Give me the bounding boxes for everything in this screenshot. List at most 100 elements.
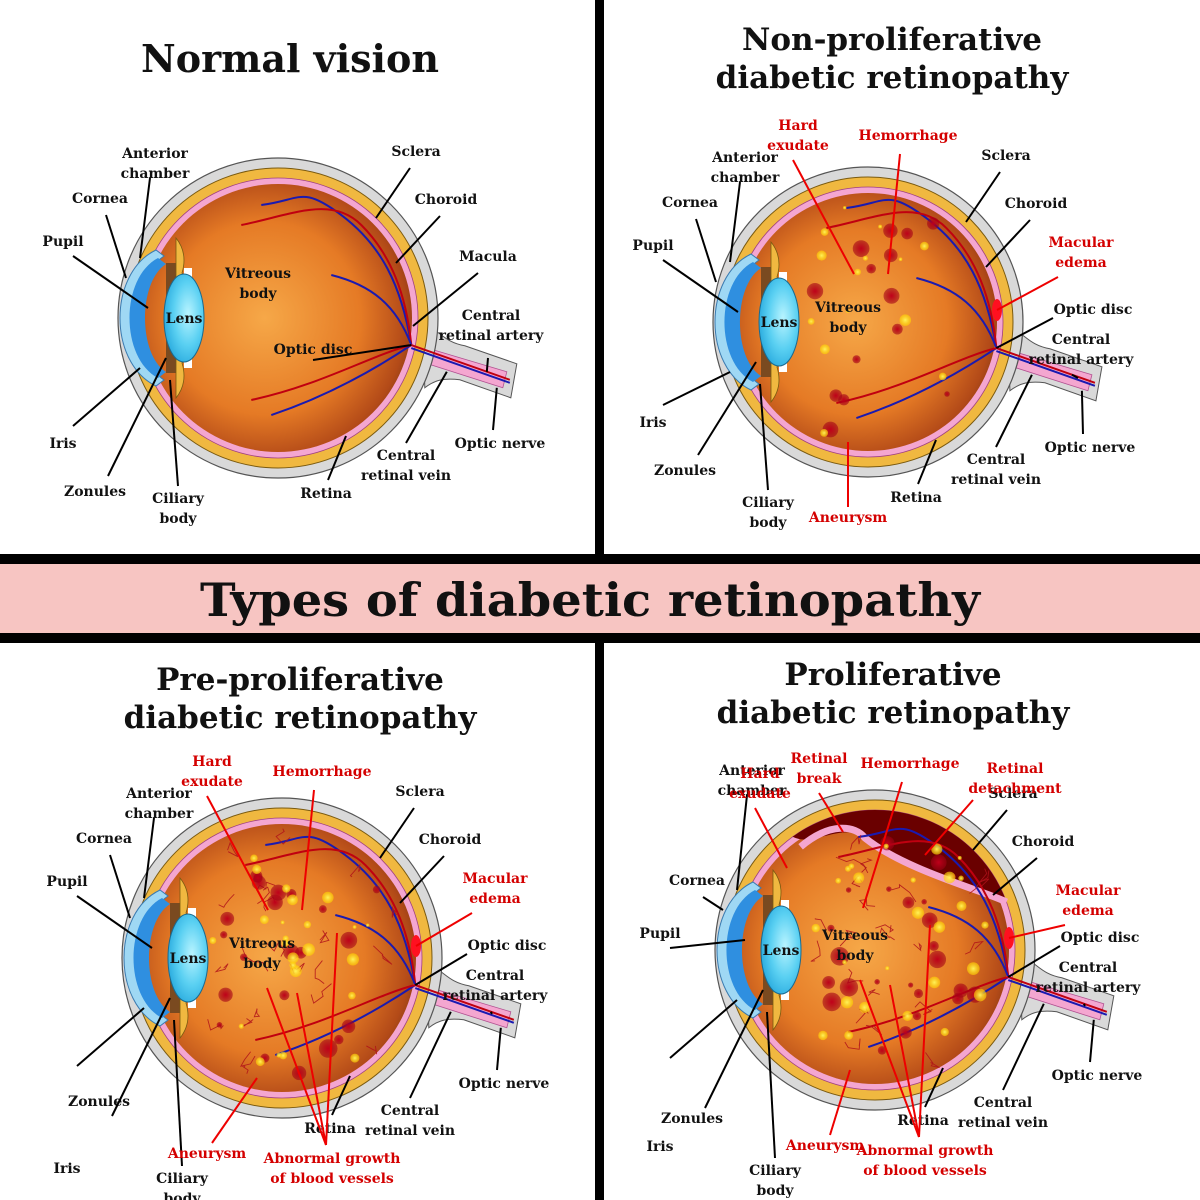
hard-exudate-spot xyxy=(844,1030,854,1040)
leader-line xyxy=(312,344,412,361)
label-lens: Lens xyxy=(170,951,207,967)
leader-line xyxy=(105,214,127,279)
leader-line xyxy=(485,357,489,372)
hemorrhage-spot xyxy=(852,355,861,364)
new-vessel xyxy=(227,841,239,858)
hard-exudate-spot xyxy=(862,255,868,261)
label-zonules: Zonules xyxy=(68,1094,130,1110)
label-optic-disc: Optic disc xyxy=(274,342,353,358)
leader-line xyxy=(143,817,155,899)
retinal-vein xyxy=(265,835,417,986)
hemorrhage-spot xyxy=(921,912,938,929)
hard-exudate-spot xyxy=(845,309,850,314)
hard-exudate-spot xyxy=(981,921,989,929)
new-vessel xyxy=(349,863,362,878)
leader-line xyxy=(695,218,717,283)
leader-line xyxy=(72,367,141,427)
hard-exudate-spot xyxy=(973,988,987,1002)
label-sclera: Sclera xyxy=(981,148,1030,164)
label-sclera: Sclera xyxy=(395,784,444,800)
hemorrhage-spot xyxy=(866,263,876,274)
hemorrhage-spot xyxy=(902,896,915,909)
new-vessel xyxy=(214,963,229,973)
leader-line xyxy=(76,895,153,949)
panel-title-line: Pre-proliferative xyxy=(156,662,444,698)
hemorrhage-spot xyxy=(218,987,233,1002)
leader-line xyxy=(107,357,167,477)
retinal-vein xyxy=(410,347,511,384)
pathology-leader xyxy=(206,795,269,911)
hard-exudate-spot xyxy=(966,962,980,975)
pathology-leader xyxy=(889,984,920,1138)
banner-title: Types of diabetic retinopathy xyxy=(200,573,981,627)
hard-exudate-spot xyxy=(820,228,829,236)
leader-line xyxy=(331,1075,351,1116)
hemorrhage-spot xyxy=(877,1046,887,1055)
hemorrhage-spot xyxy=(822,975,836,989)
hard-exudate-spot xyxy=(920,241,929,251)
hemorrhage-spot xyxy=(340,931,358,949)
label-cornea: Cornea xyxy=(662,195,718,211)
hemorrhage-spot xyxy=(912,1011,922,1021)
label-optic-disc: Optic disc xyxy=(468,938,547,954)
hard-exudate-spot xyxy=(816,250,827,261)
label-aneurysm: Aneurysm xyxy=(808,510,888,526)
pathology-leader xyxy=(301,789,315,911)
label-choroid: Choroid xyxy=(1005,196,1068,212)
banner-background xyxy=(0,564,1200,633)
pathology-leader xyxy=(818,792,844,833)
leader-line xyxy=(169,379,179,487)
hemorrhage-spot xyxy=(883,223,898,238)
new-vessel xyxy=(844,1038,861,1050)
label-choroid: Choroid xyxy=(415,192,478,208)
hemorrhage-spot xyxy=(930,854,947,871)
label-optic-nerve: Optic nerve xyxy=(1045,440,1136,456)
cornea xyxy=(133,898,170,1018)
abnormal-vessel-growth xyxy=(207,828,399,1074)
leader-line xyxy=(375,167,411,219)
cornea xyxy=(726,890,763,1010)
retinal-vessels xyxy=(241,195,511,416)
eye-cross-section xyxy=(712,166,1103,478)
leader-line xyxy=(759,383,769,491)
pathology-leader xyxy=(996,276,1059,311)
leader-line xyxy=(399,855,445,904)
leader-line xyxy=(995,317,1054,349)
lens xyxy=(760,905,802,995)
vertical-divider-bottom xyxy=(595,642,604,1200)
label-optic-nerve: Optic nerve xyxy=(459,1076,550,1092)
hemorrhage-spot xyxy=(318,905,327,913)
label-iris: Iris xyxy=(49,436,76,452)
hard-exudate-spot xyxy=(898,257,903,262)
new-vessel xyxy=(835,856,869,874)
hard-exudate-spot xyxy=(255,1057,265,1067)
pathology-leader xyxy=(211,1077,258,1144)
hemorrhage-spot xyxy=(822,992,842,1012)
hard-exudate-spot xyxy=(842,959,847,965)
leader-line xyxy=(995,374,1033,448)
new-vessel xyxy=(810,940,821,962)
label-cornea: Cornea xyxy=(669,873,725,889)
pathology-leader xyxy=(829,1069,851,1136)
hard-exudate-spot xyxy=(938,372,947,381)
pathology-leader xyxy=(924,799,974,856)
retinal-vein xyxy=(274,984,416,1056)
retinal-artery xyxy=(836,347,997,405)
leader-line xyxy=(736,794,748,891)
retinal-vessels xyxy=(826,198,1096,419)
label-iris: Iris xyxy=(646,1139,673,1155)
leader-line xyxy=(1089,1019,1095,1063)
hard-exudate-spot xyxy=(322,891,334,904)
new-vessel xyxy=(867,989,880,996)
panel-title-line: Normal vision xyxy=(141,36,439,81)
hard-exudate-spot xyxy=(820,428,829,437)
